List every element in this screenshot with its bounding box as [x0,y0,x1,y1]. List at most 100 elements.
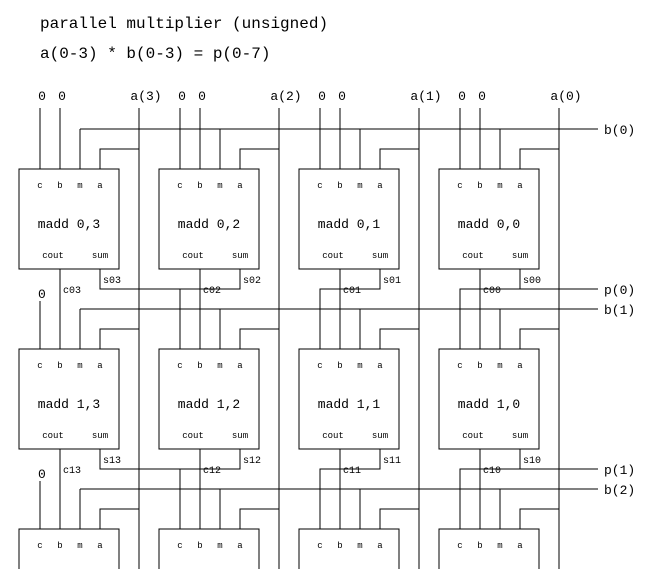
port-label-c: c [457,181,462,191]
p-output-wire [519,269,598,290]
port-label-sum: sum [512,251,528,261]
a-feed-wire [239,148,279,169]
port-label-b: b [57,361,62,371]
port-label-a: a [237,361,243,371]
port-label-c: c [457,541,462,551]
port-label-c: c [317,181,322,191]
title-line-2: a(0-3) * b(0-3) = p(0-7) [40,45,270,63]
sum-label: s13 [103,456,121,467]
a-feed-wire [239,328,279,349]
cell-name: madd 1,1 [318,397,381,412]
p-output-wire [519,449,598,470]
top-input-label: a(1) [410,89,441,104]
top-input-label: a(2) [270,89,301,104]
port-label-m: m [217,361,222,371]
cell-box [438,168,540,270]
port-label-m: m [217,541,222,551]
b-label: b(0) [604,123,635,138]
a-feed-wire [99,508,139,529]
port-label-a: a [97,541,103,551]
sum-wire [99,269,180,290]
port-label-b: b [337,541,342,551]
cell-name: madd 0,1 [318,217,381,232]
port-label-a: a [517,541,523,551]
port-label-sum: sum [92,251,108,261]
top-input-label: 0 [478,89,486,104]
a-feed-wire [239,508,279,529]
port-label-a: a [237,181,243,191]
port-label-a: a [517,361,523,371]
carry-label: c00 [483,286,501,297]
cell-box [158,348,260,450]
sum-label: s01 [383,276,401,287]
sum-label: s10 [523,456,541,467]
port-label-m: m [77,181,82,191]
top-input-label: 0 [458,89,466,104]
port-label-sum: sum [232,431,248,441]
top-input-label: 0 [38,89,46,104]
port-label-a: a [377,361,383,371]
port-label-m: m [357,361,362,371]
sum-label: s11 [383,456,401,467]
cell-box [438,348,540,450]
port-label-c: c [317,541,322,551]
port-label-m: m [77,541,82,551]
cell-name: madd 0,0 [458,217,520,232]
port-label-b: b [477,361,482,371]
port-label-c: c [177,361,182,371]
port-label-cout: cout [42,431,64,441]
cell-name: madd 0,3 [38,217,100,232]
p-label: p(1) [604,463,635,478]
port-label-b: b [337,361,342,371]
cell-box [158,528,260,569]
port-label-m: m [77,361,82,371]
b-label: b(1) [604,303,635,318]
a-feed-wire [519,508,559,529]
port-label-b: b [337,181,342,191]
port-label-c: c [457,361,462,371]
port-label-m: m [497,181,502,191]
port-label-b: b [477,181,482,191]
port-label-cout: cout [462,431,484,441]
top-input-label: 0 [198,89,206,104]
carry-label: c10 [483,466,501,477]
port-label-a: a [377,181,383,191]
top-input-label: 0 [178,89,186,104]
port-label-a: a [377,541,383,551]
port-label-c: c [37,181,42,191]
title-line-1: parallel multiplier (unsigned) [40,15,328,33]
port-label-sum: sum [92,431,108,441]
port-label-m: m [497,361,502,371]
port-label-cout: cout [462,251,484,261]
cell-box [18,528,120,569]
port-label-b: b [57,181,62,191]
port-label-b: b [197,181,202,191]
port-label-sum: sum [232,251,248,261]
port-label-a: a [97,361,103,371]
port-label-cout: cout [322,251,344,261]
a-feed-wire [99,148,139,169]
top-input-label: 0 [318,89,326,104]
a-feed-wire [379,148,419,169]
port-label-cout: cout [42,251,64,261]
cell-box [298,348,400,450]
port-label-b: b [197,361,202,371]
port-label-m: m [357,181,362,191]
port-label-sum: sum [372,431,388,441]
top-input-label: 0 [58,89,66,104]
p-label: p(0) [604,283,635,298]
cell-box [298,528,400,569]
port-label-c: c [177,181,182,191]
port-label-sum: sum [512,431,528,441]
port-label-c: c [177,541,182,551]
top-input-label: a(3) [130,89,161,104]
port-label-cout: cout [322,431,344,441]
port-label-a: a [517,181,523,191]
